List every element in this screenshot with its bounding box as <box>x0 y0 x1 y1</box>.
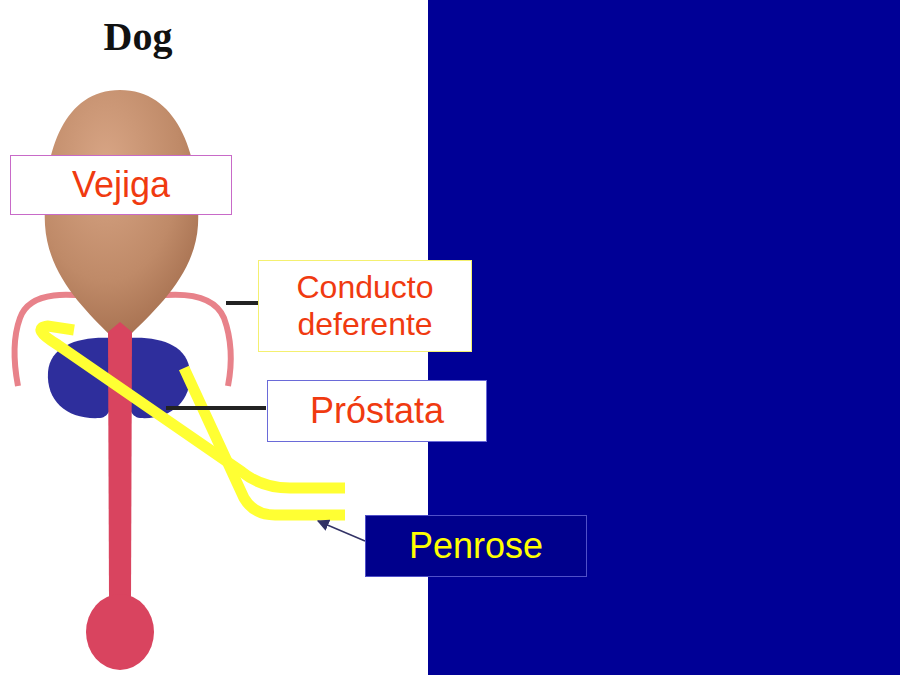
label-box: Conducto deferente <box>258 260 472 352</box>
box-label: Penrose <box>409 525 543 566</box>
leader-line <box>166 406 266 410</box>
box-label: Conducto deferente <box>267 269 463 343</box>
label-box: Vejiga <box>10 155 232 215</box>
leader-line <box>226 301 258 305</box>
diagram-title: Dog <box>104 14 173 60</box>
label-box: Penrose <box>365 515 587 577</box>
box-label: Próstata <box>310 390 444 431</box>
box-label: Vejiga <box>72 164 170 205</box>
label-box: Próstata <box>267 380 487 442</box>
leader-arrow <box>318 521 365 541</box>
glans <box>86 594 154 670</box>
urethra <box>108 322 132 600</box>
